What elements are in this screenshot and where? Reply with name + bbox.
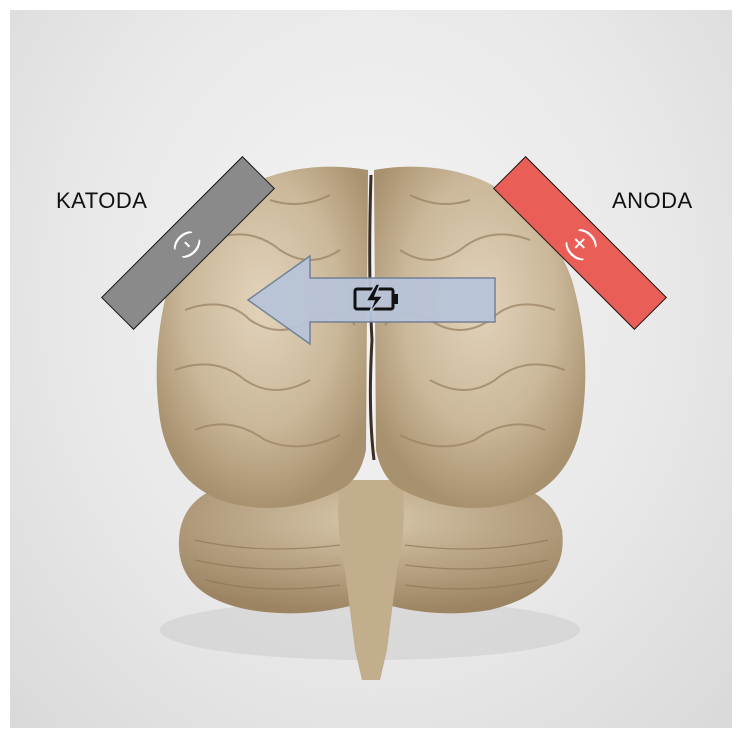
diagram-canvas: KATODA ANODA (-) (+) (10, 10, 732, 728)
current-direction-arrow (10, 10, 732, 728)
